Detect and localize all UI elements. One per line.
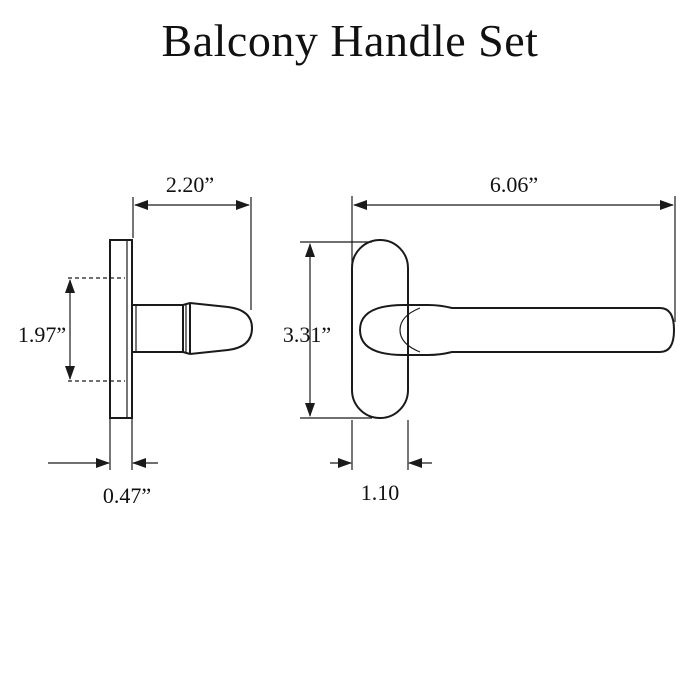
handle-neck <box>132 304 184 353</box>
dim-side-depth: 0.47” <box>48 418 158 508</box>
diagram-title: Balcony Handle Set <box>161 15 539 66</box>
handle-grip-side <box>189 302 254 355</box>
dim-side-depth-label: 0.47” <box>103 483 151 508</box>
dim-side-height-label: 1.97” <box>18 322 66 347</box>
dim-front-length-label: 6.06” <box>490 172 538 197</box>
lever-front <box>404 304 676 356</box>
dim-front-width-label: 1.10 <box>361 480 400 505</box>
rose-plate-side <box>109 239 133 419</box>
lever-boss <box>358 304 405 356</box>
dim-front-height: 3.31” <box>283 241 372 419</box>
dim-front-width: 1.10 <box>330 420 432 505</box>
dim-front-height-label: 3.31” <box>283 322 331 347</box>
dim-side-width-label: 2.20” <box>166 172 214 197</box>
side-view-handle <box>109 239 254 419</box>
dim-side-height: 1.97” <box>18 277 125 382</box>
rose-plate-front <box>351 239 409 419</box>
front-view-handle <box>351 239 676 419</box>
dim-front-length: 6.06” <box>351 172 676 322</box>
dim-side-width: 2.20” <box>132 172 252 310</box>
